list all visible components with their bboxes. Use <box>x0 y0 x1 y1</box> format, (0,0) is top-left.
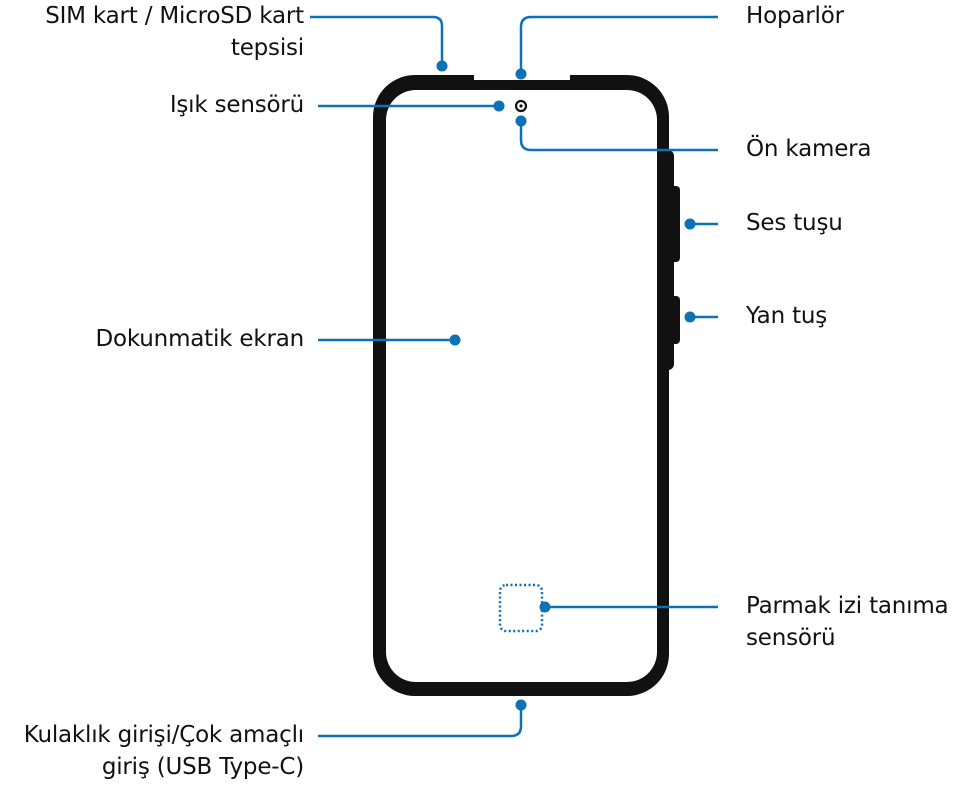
label-side-key: Yan tuş <box>746 300 827 332</box>
label-volume-key-text: Ses tuşu <box>746 210 843 236</box>
dot-front-camera <box>515 115 527 127</box>
dot-fingerprint <box>539 601 551 613</box>
label-speaker: Hoparlör <box>746 0 844 32</box>
dot-side-key <box>684 311 696 323</box>
label-fingerprint-line2: sensörü <box>746 625 836 651</box>
dot-light-sensor <box>493 100 505 112</box>
label-volume-key: Ses tuşu <box>746 207 843 239</box>
volume-key <box>666 186 680 262</box>
label-front-camera-text: Ön kamera <box>746 136 872 162</box>
side-key <box>666 296 680 344</box>
leader-dots <box>436 60 696 711</box>
dot-sim-tray <box>436 60 448 72</box>
label-sim-tray-line2: tepsisi <box>230 35 304 61</box>
label-sim-tray: SIM kart / MicroSD kart tepsisi <box>45 0 304 64</box>
leader-sim-tray <box>310 15 444 66</box>
leader-speaker <box>519 15 718 74</box>
dot-touchscreen <box>449 334 461 346</box>
dot-speaker <box>515 68 527 80</box>
label-touchscreen-text: Dokunmatik ekran <box>95 326 305 352</box>
label-audio-port-line2: giriş (USB Type-C) <box>101 754 304 780</box>
label-speaker-text: Hoparlör <box>746 3 844 29</box>
dot-volume-key <box>684 218 696 230</box>
label-light-sensor-text: Işık sensörü <box>169 92 304 118</box>
label-fingerprint: Parmak izi tanıma sensörü <box>746 590 949 654</box>
label-light-sensor: Işık sensörü <box>170 89 304 121</box>
dot-audio-port <box>515 699 527 711</box>
label-side-key-text: Yan tuş <box>746 303 828 329</box>
label-touchscreen: Dokunmatik ekran <box>95 323 305 355</box>
label-sim-tray-line1: SIM kart / MicroSD kart <box>45 3 304 29</box>
label-front-camera: Ön kamera <box>746 133 872 165</box>
label-fingerprint-line1: Parmak izi tanıma <box>746 593 949 619</box>
fingerprint-area <box>498 583 544 633</box>
label-audio-port: Kulaklık girişi/Çok amaçlı giriş (USB Ty… <box>24 719 304 783</box>
front-camera-lens <box>519 104 523 108</box>
touchscreen <box>386 90 657 682</box>
label-audio-port-line1: Kulaklık girişi/Çok amaçlı <box>23 722 304 748</box>
leader-lines <box>310 15 718 738</box>
leader-front-camera <box>519 121 718 152</box>
leader-audio-port <box>318 705 523 738</box>
